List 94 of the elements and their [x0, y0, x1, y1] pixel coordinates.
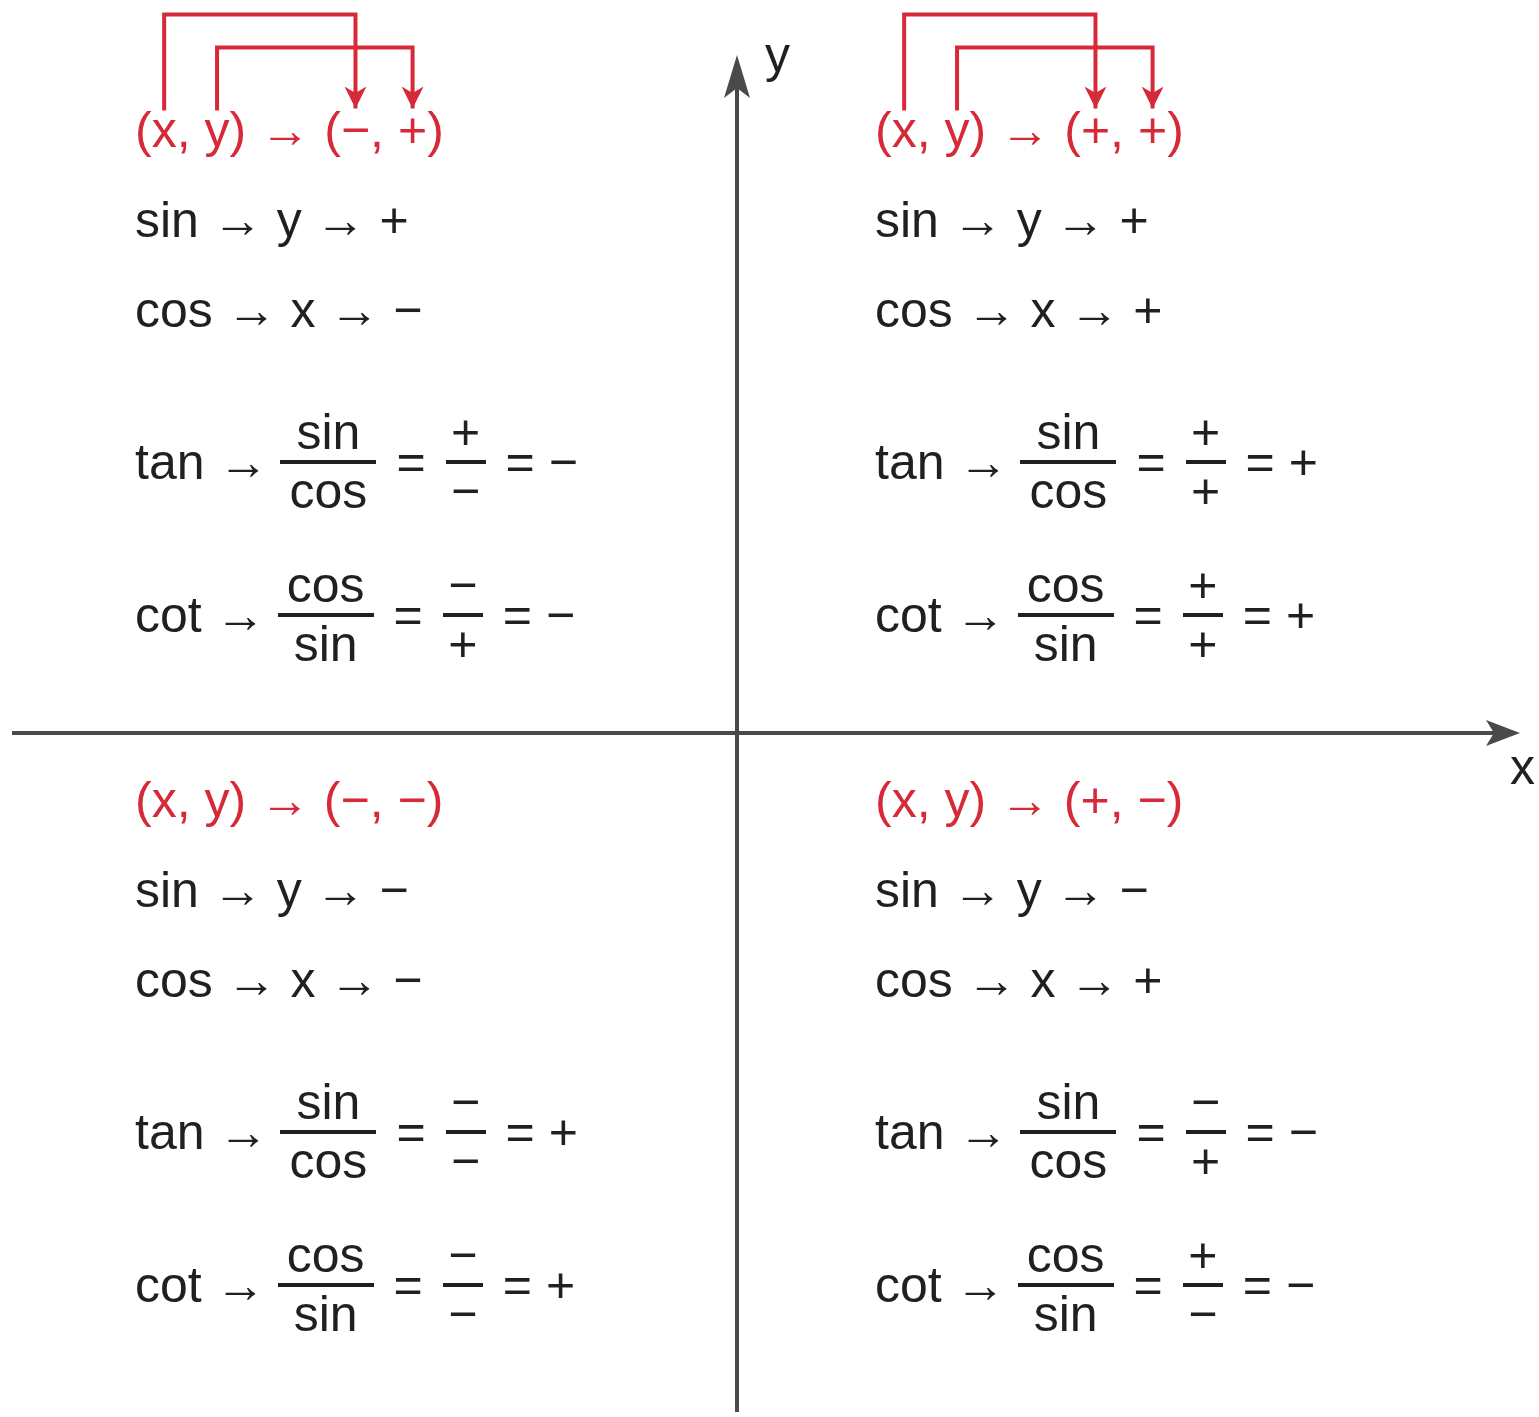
sign-symbol: +: [1191, 464, 1221, 519]
sign-symbol: −: [448, 1228, 478, 1283]
formula-text: =: [1136, 434, 1166, 490]
formula-text: cot →: [875, 1257, 1006, 1313]
formula-text: ,: [370, 102, 384, 158]
formula-text: =: [1133, 1257, 1163, 1313]
sign-symbol: −: [448, 558, 478, 613]
formula-text: = +: [1242, 587, 1316, 643]
bracket-arrow: [902, 12, 1107, 111]
math-symbol: +: [398, 102, 428, 158]
formula-text: tan →: [875, 434, 1009, 490]
formula-text: =: [393, 587, 423, 643]
formula-text: cos: [286, 558, 365, 613]
formula-text: cot →: [875, 587, 1006, 643]
formula-text: =: [393, 1257, 423, 1313]
formula-text: ): [229, 102, 247, 158]
formula-text: cos → x → +: [875, 952, 1163, 1008]
bracket-arrow: [215, 45, 424, 111]
formula-text: = −: [1245, 1104, 1318, 1160]
math-symbol: −: [340, 102, 371, 158]
formula-text: (: [324, 102, 341, 158]
formula-text: cos: [1029, 1134, 1108, 1189]
formula-text: sin: [1033, 617, 1098, 672]
sign-symbol: +: [1188, 1228, 1218, 1283]
formula-text: =: [396, 1104, 426, 1160]
formula-text: cos → x → −: [135, 282, 423, 338]
formula-text: sin: [1036, 405, 1101, 460]
formula-text: (x, y) → (−, −): [135, 772, 444, 828]
formula-text: cos: [1026, 1228, 1105, 1283]
sign-symbol: −: [451, 1075, 481, 1130]
bracket-arrow: [955, 45, 1164, 111]
formula-text: =: [1133, 587, 1163, 643]
formula-text: sin: [296, 405, 361, 460]
formula-text: =: [1136, 1104, 1166, 1160]
formula-text: sin → y → +: [135, 192, 409, 248]
formula-text: cot →: [135, 587, 266, 643]
formula-text: sin → y → −: [135, 862, 409, 918]
math-symbol: x: [891, 102, 917, 158]
sign-symbol: −: [1188, 1287, 1218, 1342]
formula-text: (: [1064, 102, 1081, 158]
math-symbol: +: [1080, 102, 1111, 158]
formula-text: ): [969, 102, 987, 158]
sign-symbol: +: [1191, 405, 1221, 460]
formula-text: (x, y) → (+, −): [875, 772, 1184, 828]
sign-symbol: +: [1188, 617, 1218, 672]
math-symbol: +: [1138, 102, 1168, 158]
bracket-arrow: [162, 12, 367, 111]
formula-text: ): [427, 102, 444, 158]
formula-text: sin: [1033, 1287, 1098, 1342]
sign-symbol: +: [1188, 558, 1218, 613]
formula-text: cot →: [135, 1257, 266, 1313]
formula-text: ,: [916, 102, 931, 158]
formula-text: tan →: [135, 1104, 269, 1160]
sign-symbol: −: [1191, 1075, 1221, 1130]
sign-symbol: −: [448, 1287, 478, 1342]
math-symbol: y: [944, 102, 970, 158]
formula-text: = −: [502, 587, 576, 643]
axis-label: x: [1510, 742, 1535, 792]
formula-text: cos → x → +: [875, 282, 1163, 338]
formula-text: ): [1167, 102, 1184, 158]
formula-text: (: [875, 102, 892, 158]
math-symbol: x: [151, 102, 177, 158]
formula-text: sin: [296, 1075, 361, 1130]
formula-text: sin: [293, 1287, 358, 1342]
formula-text: →: [260, 102, 311, 158]
formula-text: cos: [286, 1228, 365, 1283]
formula-text: ,: [1110, 102, 1124, 158]
formula-text: = −: [505, 434, 578, 490]
formula-text: cos → x → −: [135, 952, 423, 1008]
sign-symbol: −: [451, 464, 481, 519]
formula-text: sin → y → −: [875, 862, 1149, 918]
formula-text: sin: [293, 617, 358, 672]
formula-text: sin → y → +: [875, 192, 1149, 248]
formula-text: tan →: [135, 434, 269, 490]
formula-text: →: [1000, 102, 1051, 158]
axis-label: y: [765, 30, 790, 80]
formula-text: cos: [289, 464, 368, 519]
formula-text: tan →: [875, 1104, 1009, 1160]
formula-text: = −: [1242, 1257, 1316, 1313]
formula-text: =: [396, 434, 426, 490]
sign-symbol: +: [448, 617, 478, 672]
formula-text: = +: [502, 1257, 576, 1313]
formula-text: sin: [1036, 1075, 1101, 1130]
math-symbol: y: [204, 102, 230, 158]
formula-text: cos: [1029, 464, 1108, 519]
formula-text: cos: [289, 1134, 368, 1189]
formula-text: ,: [176, 102, 191, 158]
sign-symbol: +: [451, 405, 481, 460]
sign-symbol: +: [1191, 1134, 1221, 1189]
formula-text: = +: [1245, 434, 1318, 490]
formula-text: (: [135, 102, 152, 158]
sign-symbol: −: [451, 1134, 481, 1189]
formula-text: cos: [1026, 558, 1105, 613]
formula-text: = +: [505, 1104, 578, 1160]
